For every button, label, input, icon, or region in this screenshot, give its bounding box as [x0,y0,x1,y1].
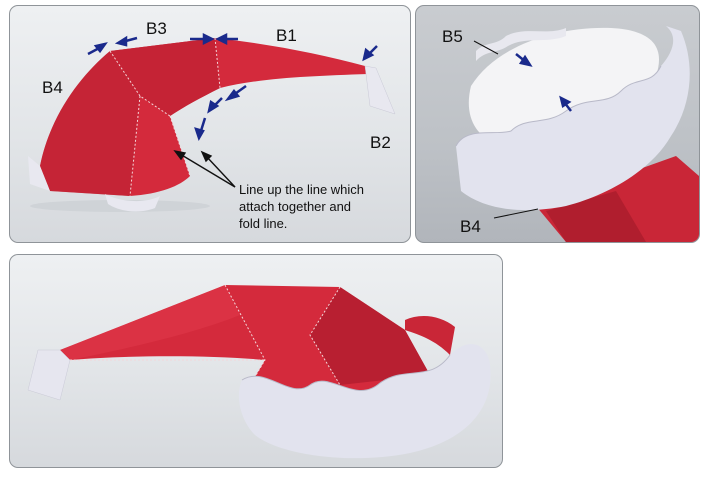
photo-panel-hat-side: B3 B1 B4 B2 Line up the line which attac… [9,5,411,243]
label-b2: B2 [370,134,391,151]
note-line: attach together and [239,198,364,215]
label-b4: B4 [460,218,481,235]
photo-panel-hat-completed [9,254,503,468]
label-b4: B4 [42,79,63,96]
label-b5: B5 [442,28,463,45]
photo-panel-hat-interior: B5 B4 [415,5,700,243]
label-b1: B1 [276,27,297,44]
hat-completed-illustration [10,255,502,467]
note-line: fold line. [239,215,364,232]
label-b3: B3 [146,20,167,37]
note-line: Line up the line which [239,181,364,198]
instruction-note: Line up the line which attach together a… [239,181,364,232]
